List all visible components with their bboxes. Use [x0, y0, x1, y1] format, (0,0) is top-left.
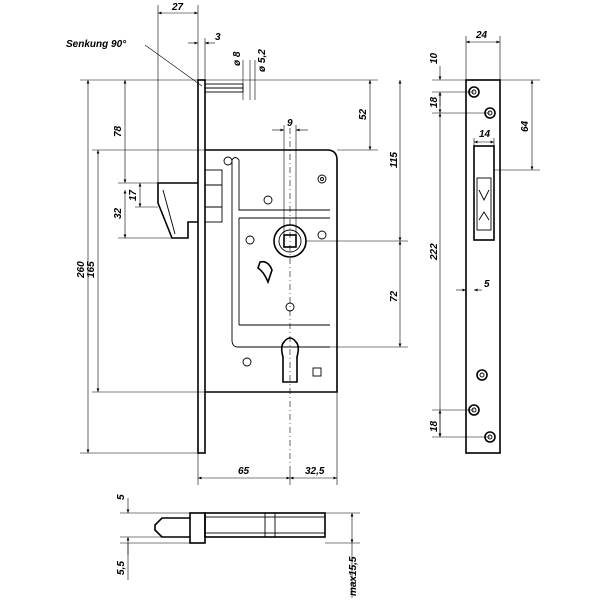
dim-65: 65: [238, 466, 250, 477]
label-senkung: Senkung 90°: [66, 39, 127, 50]
lock-case: [205, 149, 338, 393]
dim-dia8: ø 8: [232, 51, 243, 66]
screw-5: [317, 230, 327, 240]
dim-165: 165: [86, 261, 97, 278]
dim-78: 78: [113, 125, 124, 137]
bottom-dimensions: [120, 498, 360, 598]
dim-5-side: 5: [484, 279, 490, 290]
latch-block: [204, 169, 223, 223]
latch-opening: [473, 145, 495, 241]
screw-7: [242, 357, 252, 367]
dim-32: 32: [113, 207, 124, 219]
side-dimensions: [432, 36, 540, 438]
cylinder-cutout: [280, 337, 300, 383]
spring: [257, 260, 273, 285]
dim-10: 10: [429, 52, 440, 64]
hole-bottom-1: [476, 369, 488, 381]
dim-18-bottom: 18: [429, 420, 440, 432]
screw-8: [312, 367, 322, 377]
faceplate-side-view: [465, 79, 501, 454]
faceplate-front: [197, 79, 206, 454]
labels: Senkung 90° 27 3 ø 8 ø 5,2 52 9 78 115 1…: [66, 2, 531, 596]
screw-3: [263, 195, 273, 205]
front-view: [157, 79, 338, 470]
dim-dia52: ø 5,2: [257, 49, 268, 72]
dim-5-bottom: 5: [116, 494, 127, 500]
screw-4: [245, 235, 255, 245]
dim-3: 3: [215, 32, 221, 43]
dim-64: 64: [520, 120, 531, 132]
screw-1: [223, 156, 233, 166]
dim-260: 260: [76, 261, 87, 279]
latch-bolt: [157, 182, 198, 239]
dim-17: 17: [128, 189, 139, 201]
dim-max15-5: max15,5: [348, 556, 359, 596]
dim-18-top: 18: [429, 96, 440, 108]
dim-52: 52: [358, 108, 369, 120]
screw-2: [317, 174, 327, 184]
dim-222: 222: [429, 243, 440, 261]
bottom-faceplate: [189, 512, 206, 544]
dim-115: 115: [389, 152, 400, 168]
dim-72: 72: [389, 290, 400, 302]
dim-32-5: 32,5: [305, 466, 325, 477]
faceplate-outline: [465, 79, 501, 454]
front-dimensions: [80, 5, 408, 485]
dim-5-5: 5,5: [116, 561, 127, 575]
bottom-view: [154, 512, 326, 544]
dim-14: 14: [479, 129, 491, 140]
dim-27: 27: [171, 2, 184, 13]
bottom-latch: [154, 517, 190, 538]
dim-24: 24: [475, 30, 488, 41]
dim-9: 9: [287, 118, 293, 129]
